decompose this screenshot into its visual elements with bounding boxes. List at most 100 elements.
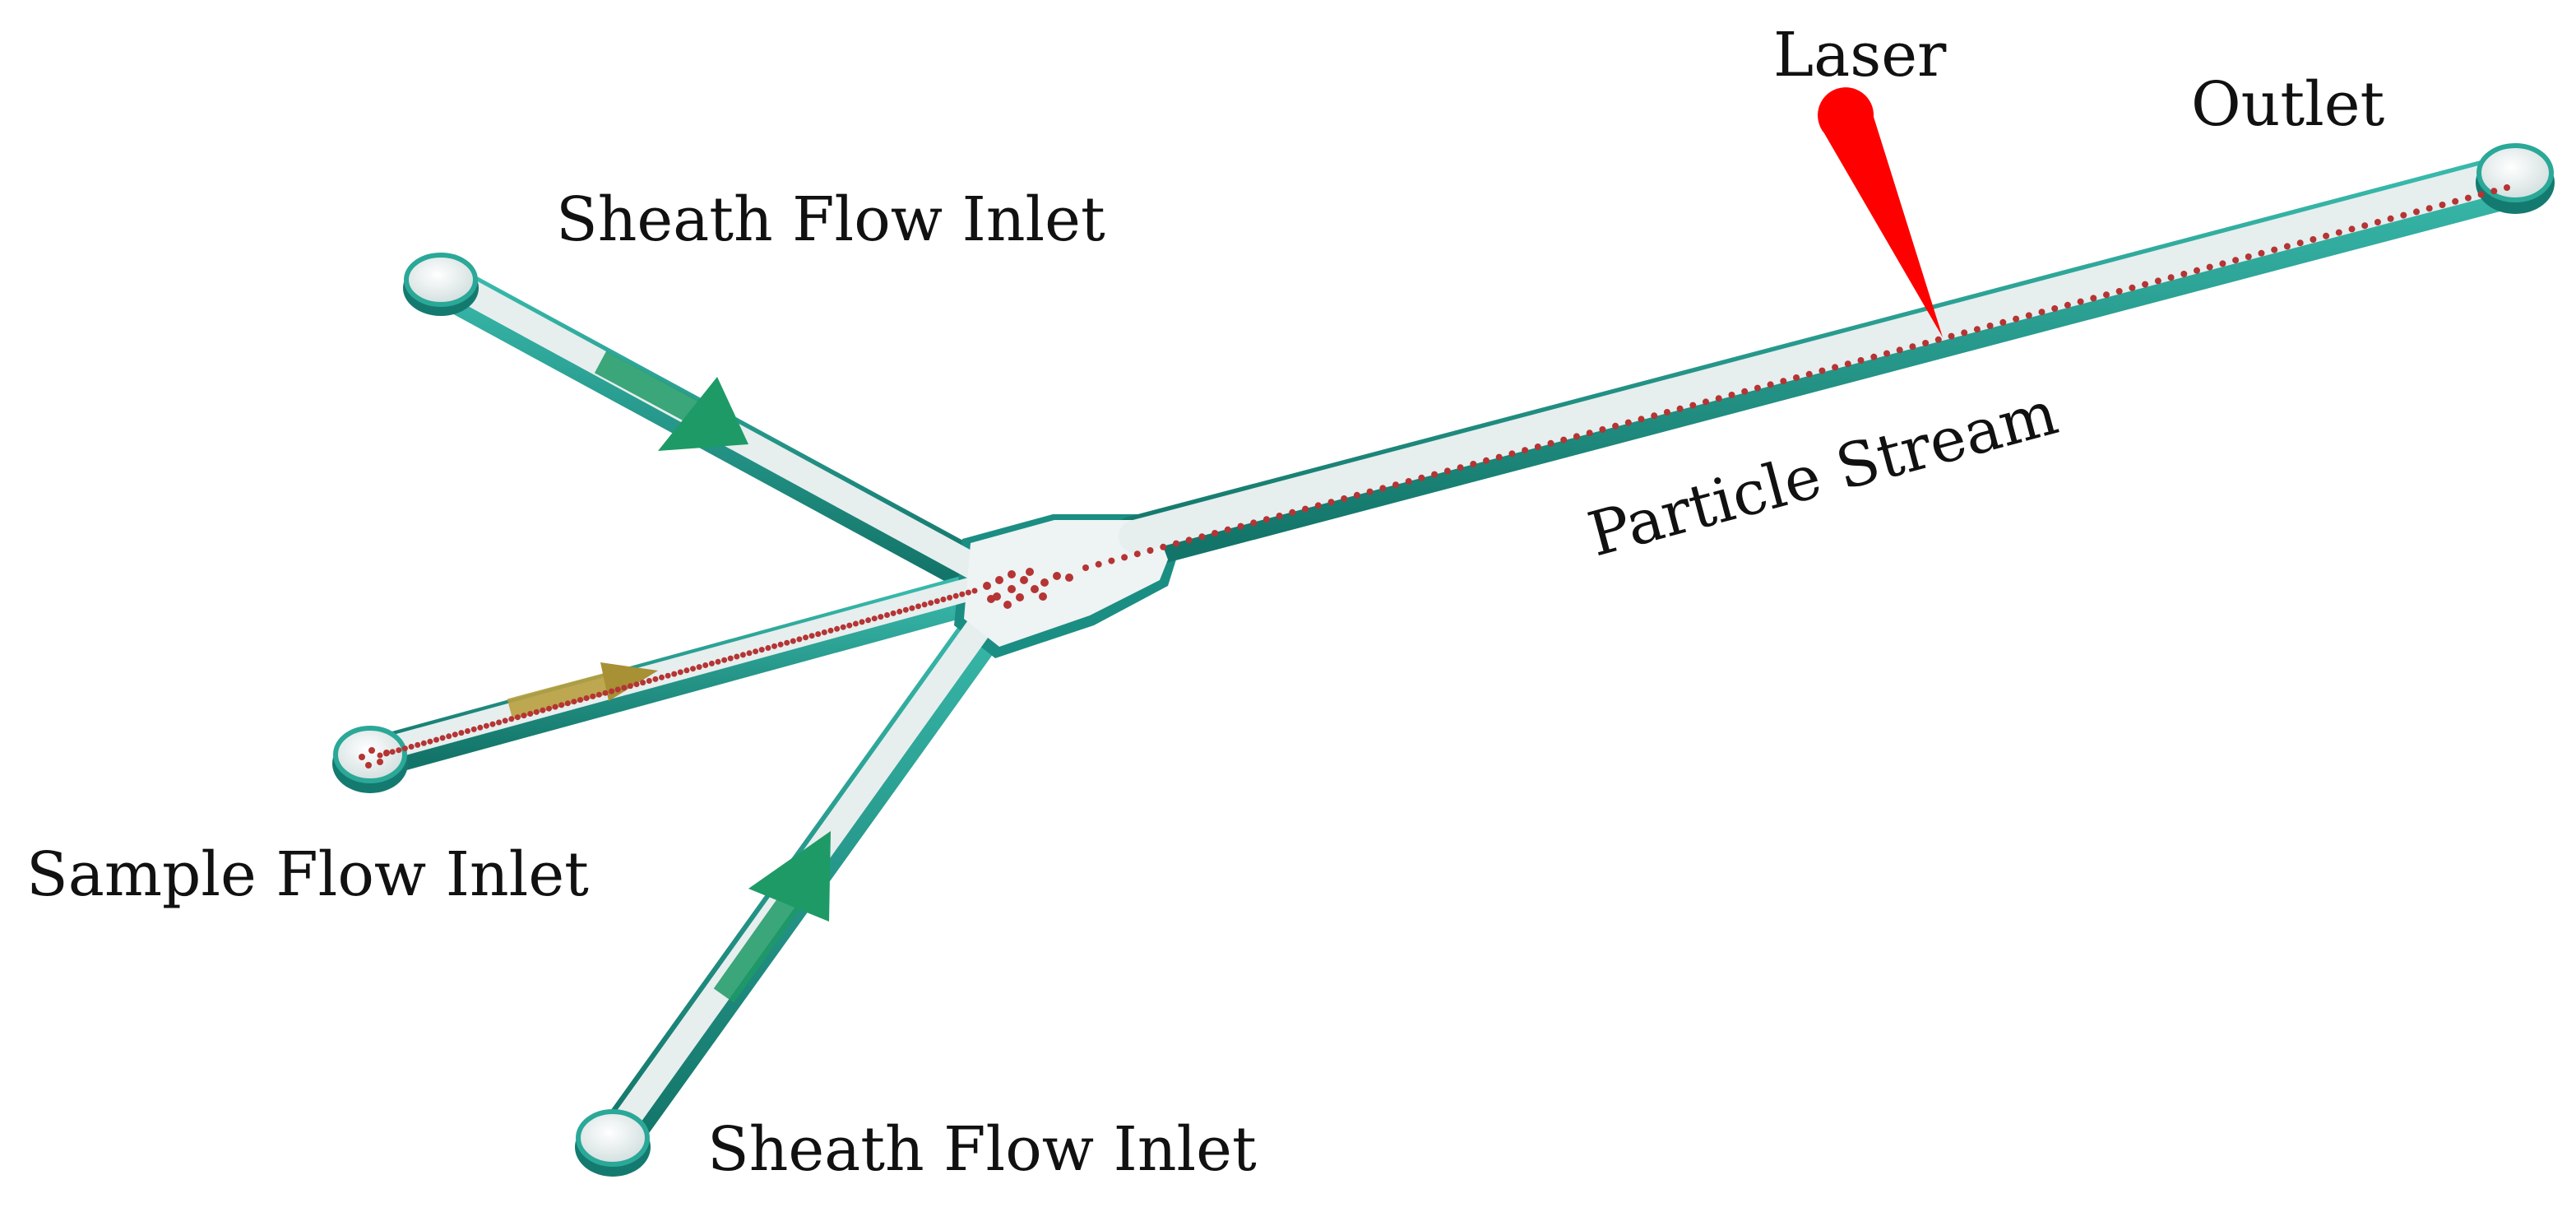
particle-dot: [902, 606, 909, 613]
particle-dot: [1844, 360, 1851, 368]
particle-dot: [614, 686, 621, 693]
particle-dot: [884, 612, 890, 618]
particle-dot: [683, 667, 690, 674]
laser-beam: [1818, 87, 1943, 337]
particle-dot: [1003, 601, 1012, 609]
particle-dot: [690, 666, 696, 672]
particle-dot: [1624, 419, 1632, 426]
particle-dot: [1212, 530, 1219, 536]
sheath-bottom-port: [576, 1109, 650, 1167]
particle-dot: [2335, 229, 2342, 236]
particle-dot: [934, 598, 940, 605]
particle-dot: [777, 641, 784, 648]
particle-dot: [2283, 243, 2291, 250]
particle-dot: [1818, 367, 1826, 374]
particle-dot: [959, 591, 966, 597]
particle-dot: [765, 645, 771, 651]
particle-dot: [1470, 461, 1477, 467]
particle-dot: [1133, 550, 1141, 558]
particle-dot: [1121, 554, 1128, 561]
particle-dot: [878, 614, 884, 620]
particle-dot: [640, 680, 646, 686]
particle-dot: [514, 714, 521, 721]
particle-dot: [1224, 526, 1231, 533]
particle-dot: [808, 633, 815, 639]
particle-dot: [1599, 426, 1606, 433]
label-sample-flow-inlet: Sample Flow Inlet: [26, 839, 589, 910]
particle-dot: [771, 643, 777, 649]
particle-dot: [671, 671, 678, 677]
particle-dot: [1999, 318, 2007, 326]
particle-dot: [433, 736, 439, 743]
particle-dot: [1405, 478, 1412, 485]
particle-dot: [928, 600, 934, 606]
particle-dot: [1973, 326, 1981, 333]
label-sheath-flow-inlet-bottom: Sheath Flow Inlet: [707, 1114, 1257, 1185]
particle-dot: [1508, 450, 1516, 457]
particle-dot: [1276, 513, 1283, 519]
particle-dot: [2206, 263, 2213, 271]
particle-dot: [1379, 485, 1387, 492]
particle-dot: [1689, 402, 1697, 409]
particle-dot: [1483, 457, 1490, 464]
particle-dot: [2374, 219, 2381, 225]
particle-dot: [1160, 543, 1167, 550]
particle-dot: [527, 711, 534, 717]
particle-dot: [420, 740, 427, 746]
particle-dot: [1366, 488, 1374, 495]
particle-dot: [715, 658, 721, 665]
particle-dot: [983, 582, 991, 590]
sheath-top-arrow: [594, 351, 748, 451]
particle-dot: [1237, 522, 1244, 530]
particle-dot: [2400, 211, 2407, 219]
particle-dot: [815, 631, 822, 638]
particle-dot: [2194, 267, 2200, 274]
particle-dot: [1780, 378, 1787, 385]
particle-dot: [1883, 350, 1890, 357]
particle-dot: [521, 713, 527, 719]
particle-dot: [1431, 471, 1439, 478]
particle-dot: [477, 724, 484, 731]
particle-dot: [496, 719, 503, 726]
particle-dot: [1031, 585, 1039, 593]
particle-dot: [365, 762, 372, 769]
particle-dot: [965, 589, 971, 596]
particle-dot: [602, 690, 609, 696]
particle-dot: [1289, 508, 1296, 516]
particle-dot: [803, 634, 808, 641]
particle-dot: [1547, 439, 1554, 447]
sample-channel: [365, 575, 990, 763]
particle-dot: [583, 695, 590, 701]
particle-dot: [439, 735, 446, 741]
particle-dot: [1922, 340, 1930, 346]
particle-dot: [652, 676, 659, 682]
particle-dot: [2142, 281, 2149, 288]
label-outlet: Outlet: [2191, 69, 2385, 140]
particle-dot: [659, 674, 665, 680]
particle-dot: [2232, 257, 2240, 264]
main-channel: [1119, 156, 2532, 553]
particle-dot: [1302, 505, 1309, 513]
particle-dot: [377, 752, 383, 759]
label-laser: Laser: [1773, 20, 1947, 91]
particle-dot: [2129, 284, 2136, 291]
particle-dot: [2051, 305, 2059, 312]
particle-dot: [2154, 277, 2161, 285]
particle-dot: [665, 672, 671, 679]
particle-dot: [2348, 225, 2356, 233]
particle-dot: [621, 685, 628, 691]
particle-dot: [1534, 443, 1541, 450]
particle-dot: [502, 717, 508, 724]
particle-dot: [1065, 573, 1073, 582]
particle-dot: [546, 705, 552, 712]
particle-dot: [577, 697, 583, 704]
particle-dot: [677, 669, 683, 676]
particle-dot: [1522, 447, 1529, 454]
particle-dot: [1560, 436, 1568, 443]
particle-dot: [427, 738, 433, 745]
particle-dot: [859, 619, 865, 625]
particle-dot: [1250, 519, 1258, 527]
particle-dot: [1948, 332, 1955, 340]
particle-dot: [2077, 298, 2084, 305]
particle-dot: [1341, 495, 1348, 502]
